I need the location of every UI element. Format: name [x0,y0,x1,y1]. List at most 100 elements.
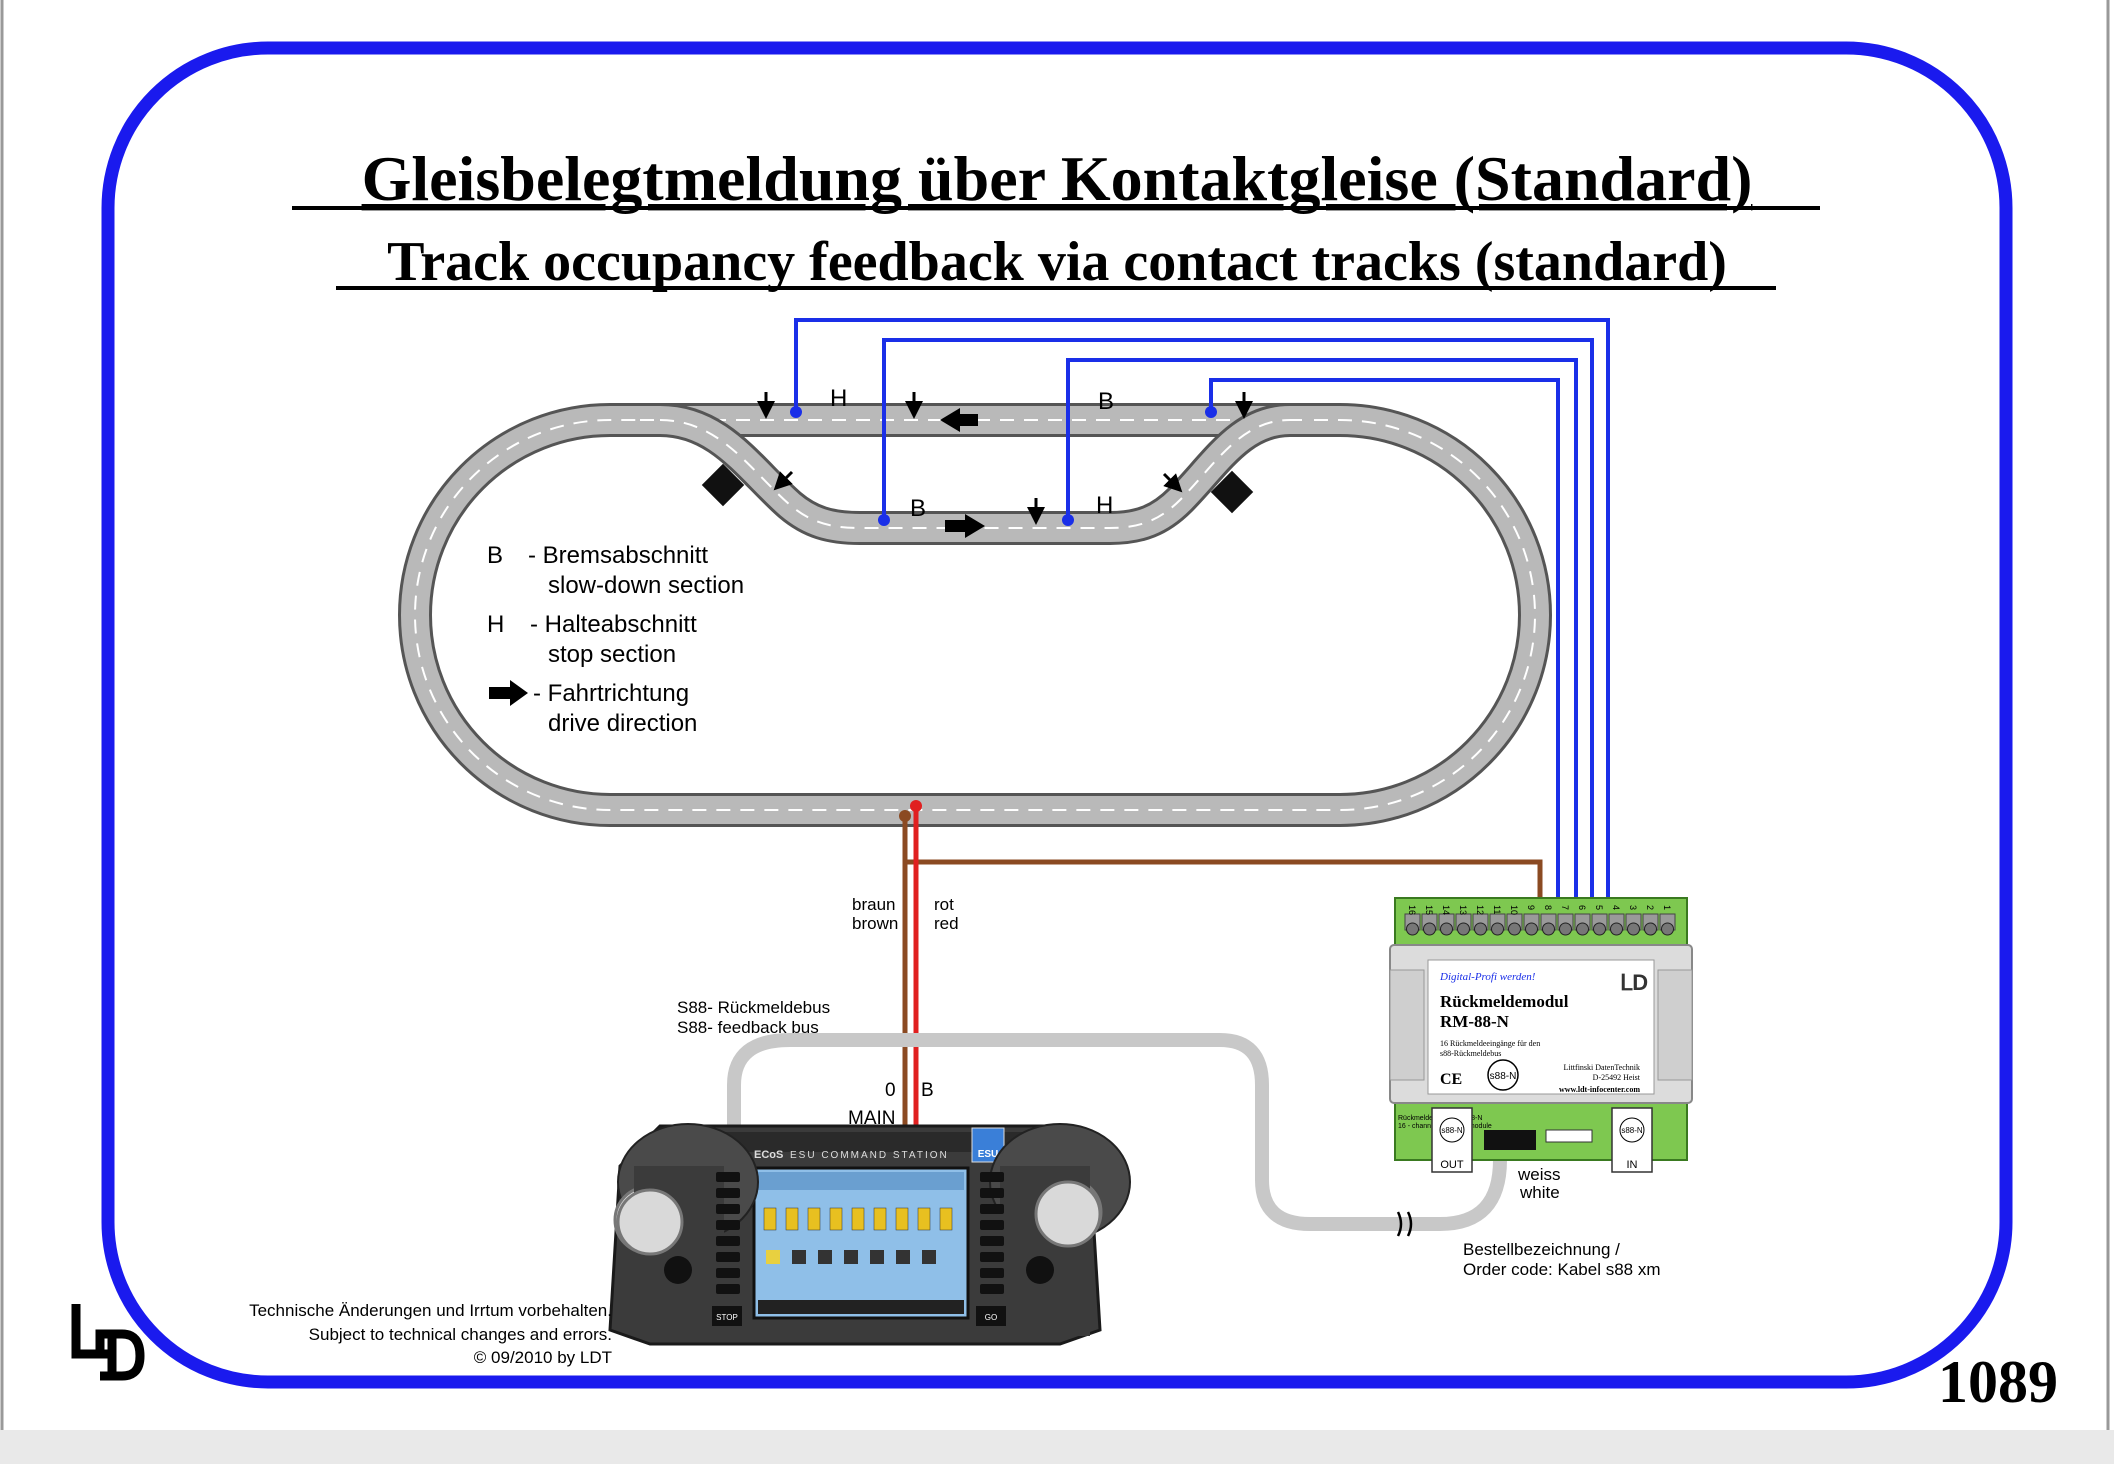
right-function-button[interactable] [980,1284,1004,1294]
left-function-button[interactable] [716,1236,740,1246]
legend-arrow-icon [489,680,528,706]
ribbon-connector[interactable] [1484,1130,1536,1150]
terminal-number: 5 [1594,905,1604,910]
label-red: red [934,914,959,933]
label-weiss: weiss [1517,1165,1561,1184]
module-desc-1: 16 Rückmeldeeingänge für den [1440,1039,1540,1048]
screen-bottom-bar [758,1300,964,1314]
feedback-wires [794,318,1610,918]
terminal-screw-head [1525,922,1538,936]
label-h-siding: H [1096,492,1113,519]
station-touchscreen[interactable] [752,1166,970,1320]
go-button[interactable] [976,1306,1006,1326]
accessory-symbol[interactable] [844,1250,858,1264]
right-knob-face[interactable] [1034,1180,1102,1248]
housing-clip-right [1657,969,1693,1081]
accessory-symbol[interactable] [818,1250,832,1264]
outer-oval-centerline [414,419,1536,811]
right-function-button[interactable] [980,1220,1004,1230]
turnout-symbol[interactable] [851,1207,865,1231]
turnout-symbol[interactable] [785,1207,799,1231]
accessory-symbol[interactable] [870,1250,884,1264]
red-wire-joint [910,800,922,812]
turnout-motor-right [1210,470,1254,514]
ldt-logo-l [71,1304,112,1359]
terminal-number: 2 [1645,905,1655,910]
station-esu-logo-text: ESU [978,1149,999,1160]
terminal-screw-head [1593,922,1606,936]
turnout-symbol[interactable] [917,1207,931,1231]
right-function-button[interactable] [980,1252,1004,1262]
direction-arrow-siding [945,514,985,538]
feedback-wire-joints [790,406,1217,526]
terminal-screw-head [1440,922,1453,936]
turnout-symbol[interactable] [873,1207,887,1231]
wire-joint-3 [1062,514,1074,526]
turnout-symbol[interactable] [807,1207,821,1231]
left-direction-button[interactable] [664,1256,692,1284]
wire-joint-1 [790,406,802,418]
terminal-number: 9 [1526,905,1536,910]
left-function-button[interactable] [716,1204,740,1214]
left-function-button[interactable] [716,1172,740,1182]
isolation-marker-5 [773,470,794,491]
left-function-button[interactable] [716,1220,740,1230]
left-function-button[interactable] [716,1284,740,1294]
right-function-button[interactable] [980,1172,1004,1182]
s88-out-logo [1439,1117,1465,1143]
legend-h-en: stop section [548,641,676,668]
accessory-symbol[interactable] [792,1250,806,1264]
left-function-button[interactable] [716,1268,740,1278]
terminal-screw-head [1610,922,1623,936]
legend-arrow-de: - Fahrtrichtung [533,680,689,707]
go-button-label: GO [985,1313,997,1322]
cable-break-line-1 [1396,1211,1403,1237]
footer-note-de: Technische Änderungen und Irrtum vorbeha… [249,1301,612,1320]
terminal-screw-head [1423,922,1436,936]
turnout-symbol[interactable] [939,1207,953,1231]
terminal-number: 16 [1407,905,1417,915]
brown-wire-joint [899,810,911,822]
label-white: white [1519,1183,1560,1202]
stop-button[interactable] [712,1306,742,1326]
wire-labels: braun brown rot red S88- Rückmeldebus S8… [677,895,1660,1279]
page-bottom-strip [0,1430,2114,1464]
left-function-button[interactable] [716,1188,740,1198]
legend-h-de: - Halteabschnitt [530,611,697,638]
right-function-button[interactable] [980,1268,1004,1278]
legend-b-en: slow-down section [548,572,744,599]
s88-in-socket[interactable] [1611,1107,1653,1173]
left-knob-face[interactable] [616,1188,684,1256]
turnout-symbol[interactable] [763,1207,777,1231]
s88-out-socket[interactable] [1431,1107,1473,1173]
pin-header [1545,1129,1593,1143]
accessory-symbol[interactable] [896,1250,910,1264]
right-direction-button[interactable] [1026,1256,1054,1284]
label-main: MAIN [848,1108,896,1129]
footer: Technische Änderungen und Irrtum vorbeha… [71,1301,2058,1415]
accessory-symbol[interactable] [922,1250,936,1264]
legend-arrow-en: drive direction [548,710,697,737]
turnout-symbol[interactable] [895,1207,909,1231]
right-function-button[interactable] [980,1204,1004,1214]
label-b-top: B [1098,388,1114,415]
module-s88-text: s88-N [1490,1071,1517,1082]
ldt-logo-d [95,1329,145,1381]
module-ce-mark: CE [1440,1071,1462,1088]
terminal-screw-head [1627,922,1640,936]
s88-in-logo [1619,1117,1645,1143]
turnout-symbol[interactable] [829,1207,843,1231]
screen-status-bar [758,1172,964,1190]
right-function-button[interactable] [980,1236,1004,1246]
module-web: www.ldt-infocenter.com [1559,1085,1640,1094]
module-desc-2: s88-Rückmeldebus [1440,1049,1501,1058]
accessory-symbol[interactable] [766,1250,780,1264]
footer-note-en: Subject to technical changes and errors. [309,1325,612,1344]
right-function-button[interactable] [980,1188,1004,1198]
page-number: 1089 [1938,1349,2058,1415]
direction-arrow-top [940,408,978,432]
legend-b-de: - Bremsabschnitt [528,542,708,569]
left-function-button[interactable] [716,1252,740,1262]
